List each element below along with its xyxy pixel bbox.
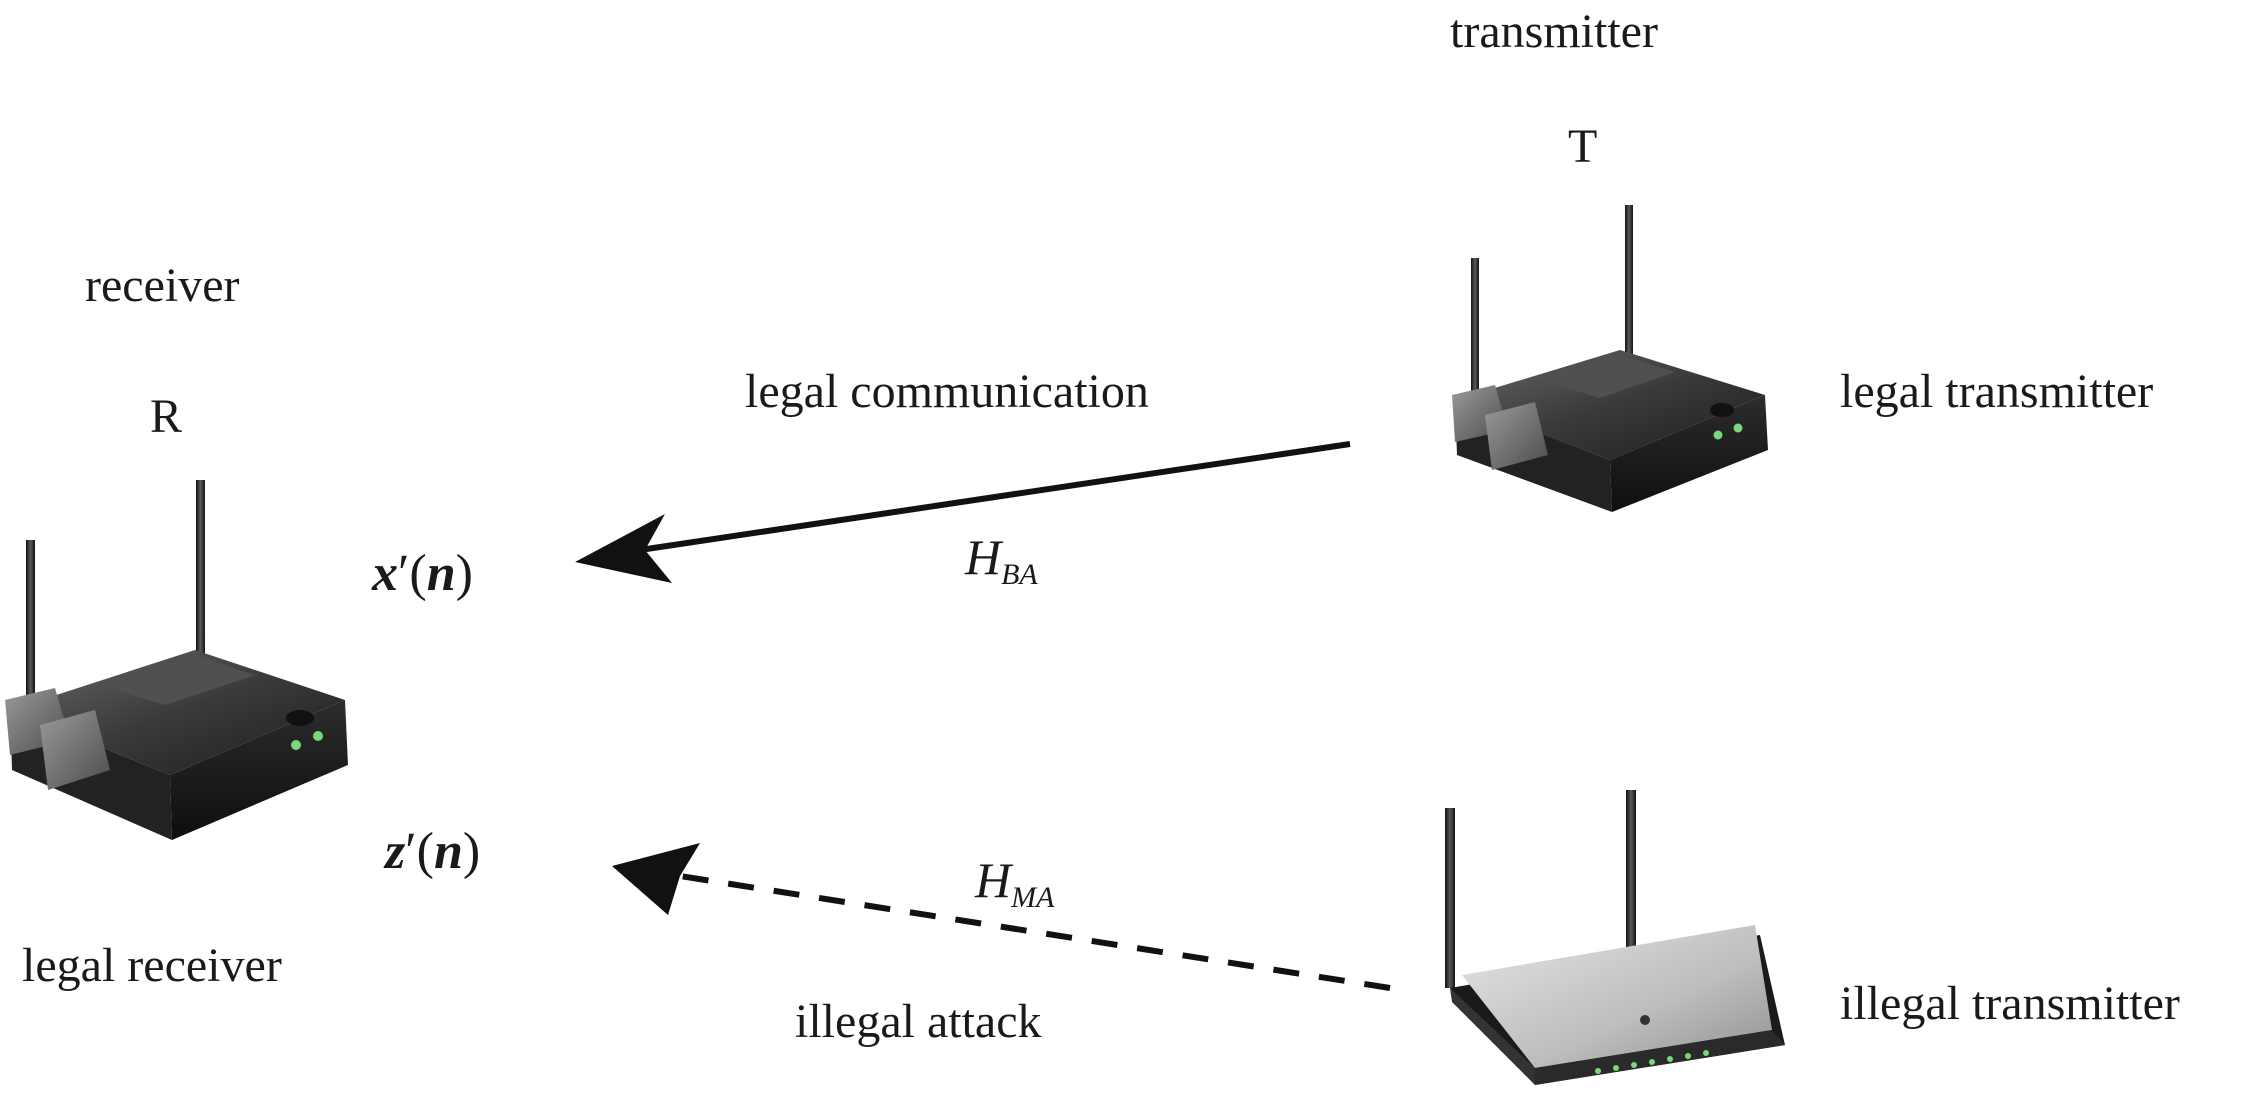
legal-transmitter-label: legal transmitter bbox=[1840, 365, 2154, 418]
legal-communication-label: legal communication bbox=[745, 365, 1149, 418]
illegal-attack-arrow bbox=[612, 843, 1391, 991]
receiver-symbol: R bbox=[150, 390, 183, 443]
legal-communication-arrow bbox=[575, 441, 1351, 583]
channel-ma-label: HMA bbox=[975, 852, 1055, 914]
illegal-transmitter-label: illegal transmitter bbox=[1840, 977, 2180, 1030]
transmitter-router-icon bbox=[1452, 205, 1768, 512]
attacker-router-icon bbox=[1445, 790, 1785, 1085]
transmitter-role-label: transmitter bbox=[1450, 5, 1658, 58]
received-signal-x: x′(n) bbox=[372, 545, 473, 602]
channel-ba-label: HBA bbox=[965, 529, 1038, 591]
received-signal-z: z′(n) bbox=[385, 823, 481, 880]
receiver-router-icon bbox=[5, 480, 348, 840]
receiver-role-label: receiver bbox=[85, 259, 240, 312]
illegal-attack-label: illegal attack bbox=[795, 995, 1042, 1048]
transmitter-symbol: T bbox=[1568, 120, 1598, 173]
legal-receiver-label: legal receiver bbox=[22, 939, 282, 992]
